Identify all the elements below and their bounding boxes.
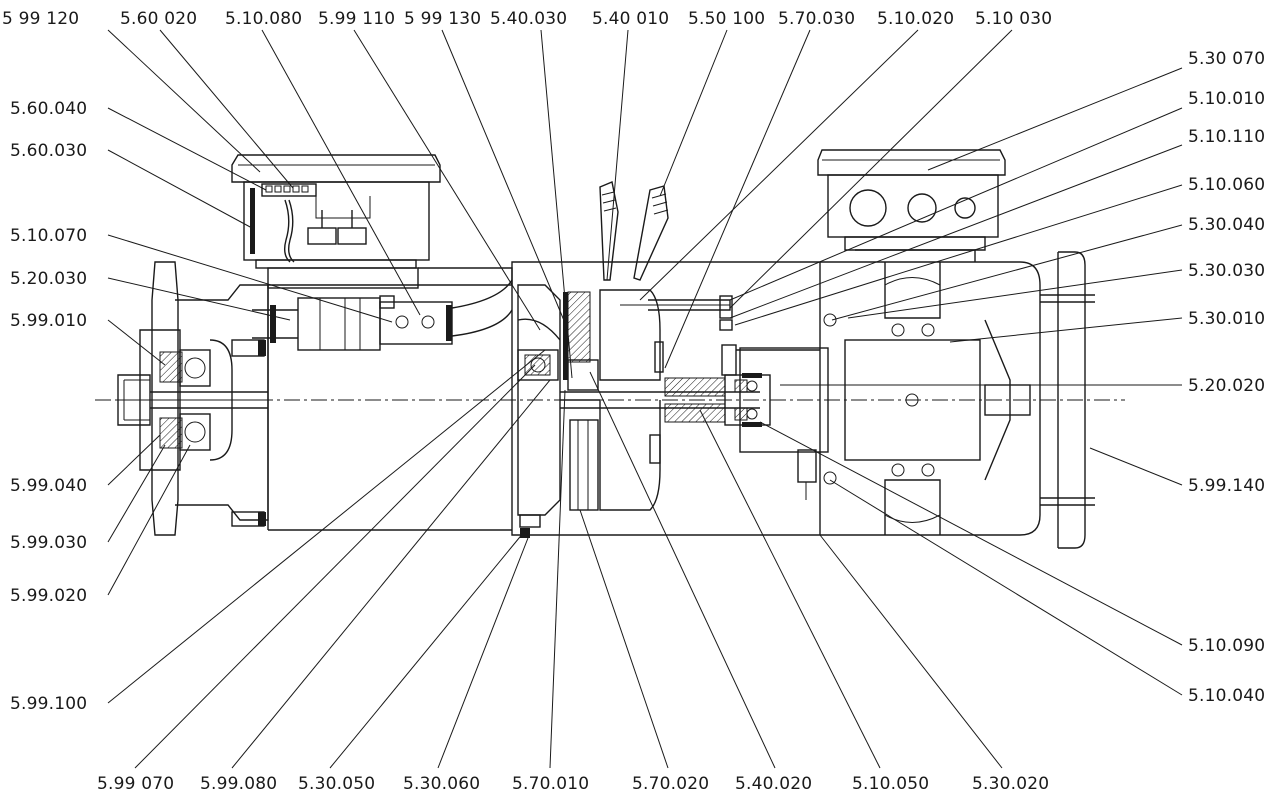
part-label: 5.10.040 xyxy=(1188,686,1265,706)
part-label: 5.10.080 xyxy=(225,9,302,29)
part-label: 5.10.010 xyxy=(1188,89,1265,109)
part-label: 5.10.090 xyxy=(1188,636,1265,656)
top-labels: 5 99 120 5.60 020 5.10.080 5.99 110 5 99… xyxy=(2,9,1052,29)
part-label: 5.30.040 xyxy=(1188,215,1265,235)
part-label: 5 99 120 xyxy=(2,9,79,29)
part-label: 5.70.010 xyxy=(512,774,589,794)
part-label: 5.30 070 xyxy=(1188,49,1265,69)
part-label: 5.10.050 xyxy=(852,774,929,794)
part-label: 5.99.010 xyxy=(10,311,87,331)
leader-lines xyxy=(107,29,1183,769)
part-label: 5.99.100 xyxy=(10,694,87,714)
part-label: 5.30.020 xyxy=(972,774,1049,794)
left-labels: 5.60.040 5.60.030 5.10.070 5.20.030 5.99… xyxy=(10,99,87,714)
left-housing xyxy=(231,284,512,531)
brake-levers xyxy=(599,181,669,281)
part-label: 5.30.060 xyxy=(403,774,480,794)
main-body xyxy=(511,261,829,538)
left-flange xyxy=(117,261,269,536)
left-terminal-box xyxy=(231,154,513,289)
part-label: 5.30.030 xyxy=(1188,261,1265,281)
right-terminal-box xyxy=(817,149,1006,262)
part-label: 5 99 130 xyxy=(404,9,481,29)
part-label: 5.10.060 xyxy=(1188,175,1265,195)
part-label: 5.20.020 xyxy=(1188,376,1265,396)
bottom-labels: 5.99 070 5.99.080 5.30.050 5.30.060 5.70… xyxy=(97,774,1049,794)
part-label: 5.10.070 xyxy=(10,226,87,246)
part-label: 5.30.050 xyxy=(298,774,375,794)
part-label: 5.99.030 xyxy=(10,533,87,553)
part-label: 5.99 070 xyxy=(97,774,174,794)
part-label: 5.99.080 xyxy=(200,774,277,794)
motor-drawing xyxy=(95,149,1125,549)
part-label: 5.60.040 xyxy=(10,99,87,119)
part-label: 5.70.030 xyxy=(778,9,855,29)
part-label: 5.40.030 xyxy=(490,9,567,29)
part-label: 5.99 110 xyxy=(318,9,395,29)
part-label: 5.99.020 xyxy=(10,586,87,606)
part-label: 5.20.030 xyxy=(10,269,87,289)
part-label: 5.99.140 xyxy=(1188,476,1265,496)
right-labels: 5.30 070 5.10.010 5.10.110 5.10.060 5.30… xyxy=(1188,49,1265,706)
part-label: 5.10.020 xyxy=(877,9,954,29)
part-label: 5.99.040 xyxy=(10,476,87,496)
part-label: 5.60 020 xyxy=(120,9,197,29)
part-label: 5.60.030 xyxy=(10,141,87,161)
part-label: 5.40 010 xyxy=(592,9,669,29)
part-label: 5.50 100 xyxy=(688,9,765,29)
part-label: 5.10 030 xyxy=(975,9,1052,29)
part-label: 5.70.020 xyxy=(632,774,709,794)
part-label: 5.10.110 xyxy=(1188,127,1265,147)
connector-assembly xyxy=(252,279,513,351)
part-label: 5.30.010 xyxy=(1188,309,1265,329)
part-label: 5.40.020 xyxy=(735,774,812,794)
